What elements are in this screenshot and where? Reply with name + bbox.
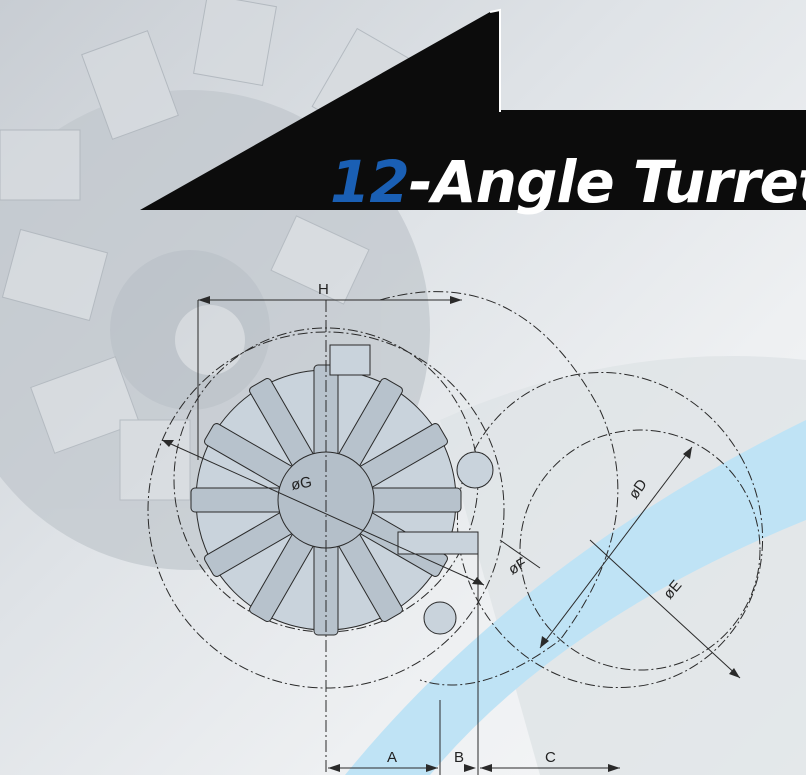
label-C: C: [545, 749, 556, 766]
turret-photo: [0, 0, 430, 570]
title-banner: [140, 10, 806, 210]
label-G: øG: [290, 474, 313, 494]
dimension-arrows: [162, 296, 740, 772]
label-A: A: [387, 749, 397, 766]
title-number: 12: [330, 148, 410, 216]
label-H: H: [318, 281, 329, 298]
label-F: øF: [506, 555, 530, 579]
blue-band: [345, 420, 806, 775]
label-B: B: [454, 749, 464, 766]
page-title: 12-Angle Turret: [330, 142, 806, 222]
title-text: -Angle Turret: [408, 148, 806, 216]
